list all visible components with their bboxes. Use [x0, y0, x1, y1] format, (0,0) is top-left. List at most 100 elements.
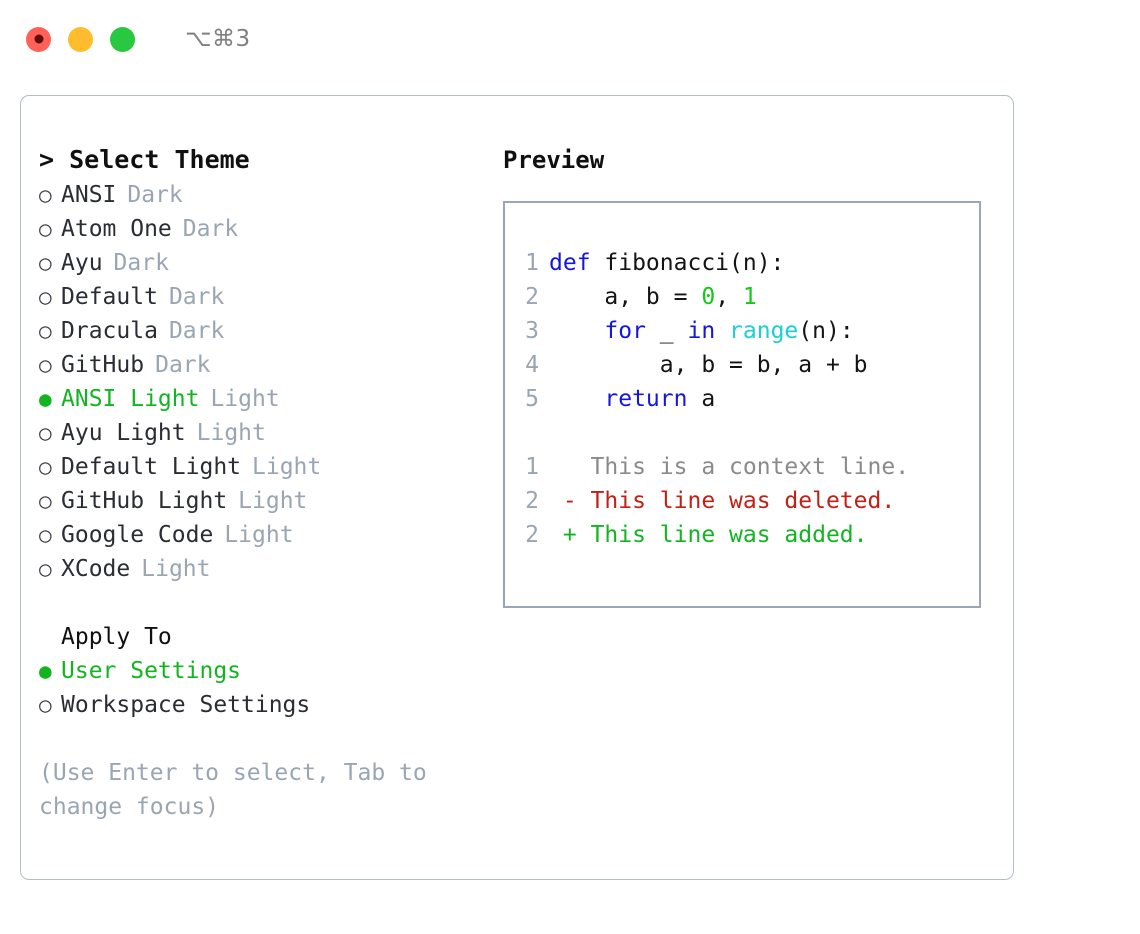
code-token-plain	[715, 318, 729, 344]
keyboard-shortcut-label: ⌥⌘3	[185, 26, 251, 52]
theme-option-dracula[interactable]: ○ Dracula Dark	[39, 314, 489, 348]
code-token-plain: fibonacci(n):	[604, 250, 785, 276]
theme-option-ayu[interactable]: ○ Ayu Dark	[39, 246, 489, 280]
theme-option-xcode[interactable]: ○ XCode Light	[39, 552, 489, 586]
code-token-fn: range	[729, 318, 799, 344]
diff-text: This line was deleted.	[576, 488, 896, 514]
code-token-kw: in	[687, 318, 716, 344]
zoom-button[interactable]	[110, 26, 135, 52]
diff-text: This is a context line.	[576, 454, 910, 480]
diff-sample: 1 This is a context line.2 - This line w…	[519, 450, 979, 552]
apply-option-workspace-settings[interactable]: ○ Workspace Settings	[39, 688, 489, 722]
theme-variant-tag: Dark	[127, 182, 183, 208]
theme-variant-tag: Light	[224, 522, 294, 548]
code-token-plain: a, b = b, a + b	[549, 352, 868, 378]
code-token-kw: return	[604, 386, 688, 412]
theme-option-github-light[interactable]: ○ GitHub Light Light	[39, 484, 489, 518]
theme-name: Dracula	[61, 318, 158, 344]
radio-unselected-icon: ○	[39, 557, 52, 581]
radio-unselected-icon: ○	[39, 353, 52, 377]
apply-to-label: Apply To	[61, 624, 172, 650]
window-controls	[26, 26, 135, 52]
code-line-text: for _ in range(n):	[549, 314, 854, 348]
line-number: 4	[525, 352, 539, 378]
theme-variant-tag: Dark	[155, 352, 211, 378]
theme-option-ayu-light[interactable]: ○ Ayu Light Light	[39, 416, 489, 450]
radio-unselected-icon: ○	[39, 319, 52, 343]
code-line-text: a, b = b, a + b	[549, 348, 868, 382]
minimize-button[interactable]	[68, 26, 93, 52]
theme-name: Default Light	[61, 454, 242, 480]
diff-line-ctx: 1 This is a context line.	[519, 450, 979, 484]
diff-line-add: 2 + This line was added.	[519, 518, 979, 552]
theme-name: ANSI	[61, 182, 117, 208]
theme-variant-tag: Dark	[168, 318, 225, 344]
code-line: 4 a, b = b, a + b	[519, 348, 979, 382]
theme-name: XCode	[61, 556, 131, 582]
code-token-num: 0	[701, 284, 716, 310]
diff-text: This line was added.	[576, 522, 868, 548]
theme-variant-tag: Light	[196, 420, 266, 446]
apply-to-options[interactable]: ●User Settings ○ Workspace Settings	[39, 654, 489, 722]
theme-option-default[interactable]: ○ Default Dark	[39, 280, 489, 314]
radio-unselected-icon: ○	[39, 421, 52, 445]
code-token-kw: for	[604, 318, 646, 344]
theme-name: Atom One	[61, 216, 172, 242]
code-diff-spacer	[519, 416, 979, 450]
apply-option-user-settings[interactable]: ●User Settings	[39, 654, 489, 688]
radio-unselected-icon: ○	[39, 285, 52, 309]
code-line-text: def fibonacci(n):	[549, 246, 784, 280]
theme-name: Ayu	[61, 250, 103, 276]
line-number: 1	[525, 454, 539, 480]
code-token-plain: _	[645, 318, 688, 344]
theme-variant-tag: Dark	[182, 216, 239, 242]
diff-line-text: + This line was added.	[549, 518, 868, 552]
page-title: > Select Theme	[39, 145, 250, 174]
radio-selected-icon: ●	[39, 387, 52, 411]
diff-line-text: - This line was deleted.	[549, 484, 895, 518]
theme-name: GitHub Light	[61, 488, 228, 514]
theme-variant-tag: Dark	[168, 284, 225, 310]
code-token-plain: ,	[715, 284, 743, 310]
line-number: 5	[525, 386, 539, 412]
code-line: 5 return a	[519, 382, 979, 416]
code-line: 3 for _ in range(n):	[519, 314, 979, 348]
diff-marker	[549, 454, 577, 480]
theme-variant-tag: Light	[238, 488, 308, 514]
theme-variant-tag: Dark	[113, 250, 169, 276]
close-button[interactable]	[26, 26, 51, 52]
radio-unselected-icon: ○	[39, 693, 52, 717]
code-line-text: a, b = 0, 1	[549, 280, 757, 314]
line-number: 2	[525, 522, 539, 548]
keyboard-hint: (Use Enter to select, Tab to change focu…	[39, 760, 427, 820]
line-number: 2	[525, 488, 539, 514]
code-line: 2 a, b = 0, 1	[519, 280, 979, 314]
code-token-plain: (n):	[798, 318, 854, 344]
radio-selected-icon: ●	[39, 659, 52, 683]
diff-line-del: 2 - This line was deleted.	[519, 484, 979, 518]
diff-marker: -	[549, 488, 577, 514]
title-bar: ⌥⌘3	[0, 0, 1140, 78]
radio-unselected-icon: ○	[39, 489, 52, 513]
theme-variant-tag: Light	[141, 556, 211, 582]
code-token-kw: def	[549, 250, 605, 276]
code-line-text: return a	[549, 382, 715, 416]
theme-name: Default	[61, 284, 158, 310]
theme-name: Ayu Light	[61, 420, 186, 446]
radio-unselected-icon: ○	[39, 455, 52, 479]
code-token-num: 1	[742, 284, 757, 310]
apply-option-label: Workspace Settings	[61, 692, 311, 718]
radio-unselected-icon: ○	[39, 251, 52, 275]
